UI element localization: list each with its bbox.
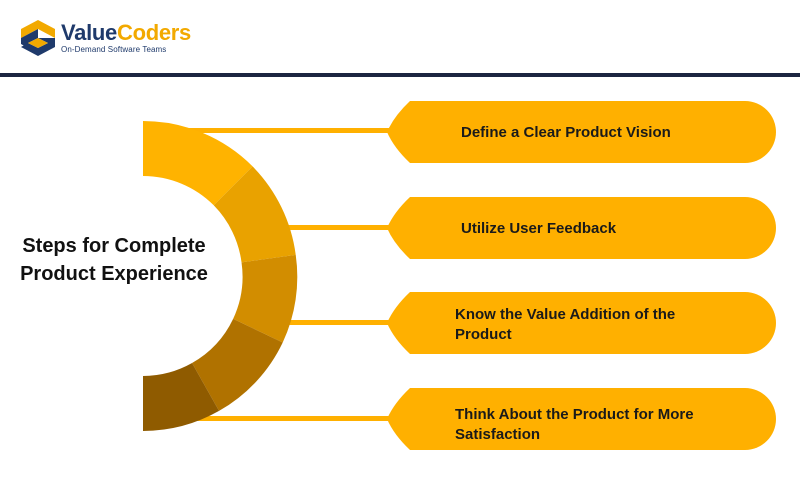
brand-tagline: On-Demand Software Teams — [61, 45, 167, 54]
step-pill-1 — [387, 101, 776, 163]
connector-3 — [262, 320, 400, 325]
step-label-4: Think About the Product for More Satisfa… — [455, 406, 694, 443]
ring-segment-2 — [213, 166, 296, 263]
brand-name-part1: Value — [61, 20, 117, 45]
valuecoders-cube-logo-icon — [21, 20, 55, 56]
connector-1 — [172, 128, 400, 133]
ring-segment-3 — [233, 254, 298, 343]
ring-segment-5 — [143, 363, 220, 431]
connector-2 — [262, 225, 400, 230]
header: ValueCoders On-Demand Software Teams — [0, 0, 800, 74]
header-divider — [0, 73, 800, 77]
ring-segment-1 — [143, 121, 253, 206]
diagram-title: Steps for Complete Product Experience — [20, 235, 208, 285]
step-pill-2 — [387, 197, 776, 259]
brand-name-part2: Coders — [116, 20, 191, 45]
brand-name: ValueCoders — [61, 21, 191, 45]
ring-segment-4 — [192, 318, 283, 411]
connector-4 — [172, 416, 400, 421]
step-label-1: Define a Clear Product Vision — [461, 124, 671, 141]
step-pill-4 — [387, 388, 776, 450]
step-label-2: Utilize User Feedback — [461, 220, 617, 237]
step-pill-3 — [387, 292, 776, 354]
step-label-3: Know the Value Addition of the Product — [455, 306, 676, 343]
